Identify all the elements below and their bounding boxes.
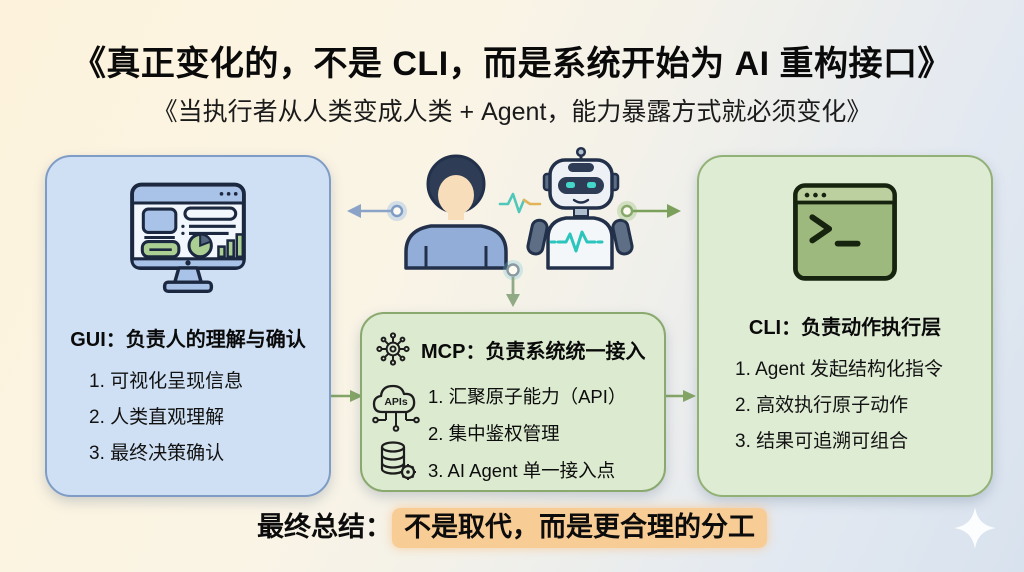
gui-card-title: GUI：负责人的理解与确认 bbox=[70, 329, 306, 351]
page-title: 《真正变化的，不是 CLI，而是系统开始为 AI 重构接口》 bbox=[71, 45, 953, 83]
cli-card-title: CLI：负责动作执行层 bbox=[748, 317, 942, 339]
hub-icon bbox=[376, 332, 410, 366]
arrow-down-to-mcp-icon bbox=[503, 260, 523, 307]
arrow-gui-to-mcp-icon bbox=[329, 390, 363, 402]
arrow-right-to-cli-icon bbox=[617, 201, 681, 221]
gui-list-item: 2. 人类直观理解 bbox=[89, 407, 225, 428]
mcp-card: MCP：负责系统统一接入 APIs bbox=[360, 312, 666, 492]
monitor-dashboard-icon bbox=[47, 179, 329, 297]
summary-highlight: 不是取代，而是更合理的分工 bbox=[392, 508, 767, 548]
mcp-list-item: 3. AI Agent 单一接入点 bbox=[428, 460, 616, 481]
mcp-card-list: 1. 汇聚原子能力（API） 2. 集中鉴权管理 3. AI Agent 单一接… bbox=[362, 378, 664, 489]
gui-card: GUI：负责人的理解与确认 1. 可视化呈现信息 2. 人类直观理解 3. 最终… bbox=[45, 155, 331, 497]
summary-label: 最终总结： bbox=[257, 512, 392, 542]
cli-list-item: 1. Agent 发起结构化指令 bbox=[735, 359, 944, 380]
pulse-icon bbox=[498, 192, 542, 214]
gui-card-list: 1. 可视化呈现信息 2. 人类直观理解 3. 最终决策确认 bbox=[47, 364, 329, 472]
sparkle-icon bbox=[954, 507, 996, 549]
arrow-left-to-gui-icon bbox=[347, 201, 407, 221]
robot-figure bbox=[526, 146, 634, 270]
mcp-list-item: 1. 汇聚原子能力（API） bbox=[428, 386, 627, 407]
summary-line: 最终总结：不是取代，而是更合理的分工 bbox=[0, 505, 1024, 548]
page-subtitle: 《当执行者从人类变成人类 + Agent，能力暴露方式就必须变化》 bbox=[152, 98, 872, 126]
mcp-list-item: 2. 集中鉴权管理 bbox=[428, 423, 560, 444]
mcp-card-title: MCP：负责系统统一接入 bbox=[421, 340, 646, 363]
human-robot-illustration bbox=[404, 146, 634, 270]
cloud-apis-icon: APIs bbox=[372, 384, 420, 432]
gui-list-item: 3. 最终决策确认 bbox=[89, 443, 225, 464]
cli-card-list: 1. Agent 发起结构化指令 2. 高效执行原子动作 3. 结果可追溯可组合 bbox=[699, 352, 991, 460]
cli-list-item: 2. 高效执行原子动作 bbox=[735, 395, 909, 416]
database-gear-icon bbox=[380, 441, 416, 480]
cli-card: CLI：负责动作执行层 1. Agent 发起结构化指令 2. 高效执行原子动作… bbox=[697, 155, 993, 497]
cloud-apis-label: APIs bbox=[384, 396, 408, 408]
human-figure bbox=[404, 154, 508, 270]
gui-list-item: 1. 可视化呈现信息 bbox=[89, 371, 244, 392]
cli-list-item: 3. 结果可追溯可组合 bbox=[735, 431, 909, 452]
terminal-icon bbox=[699, 179, 991, 285]
